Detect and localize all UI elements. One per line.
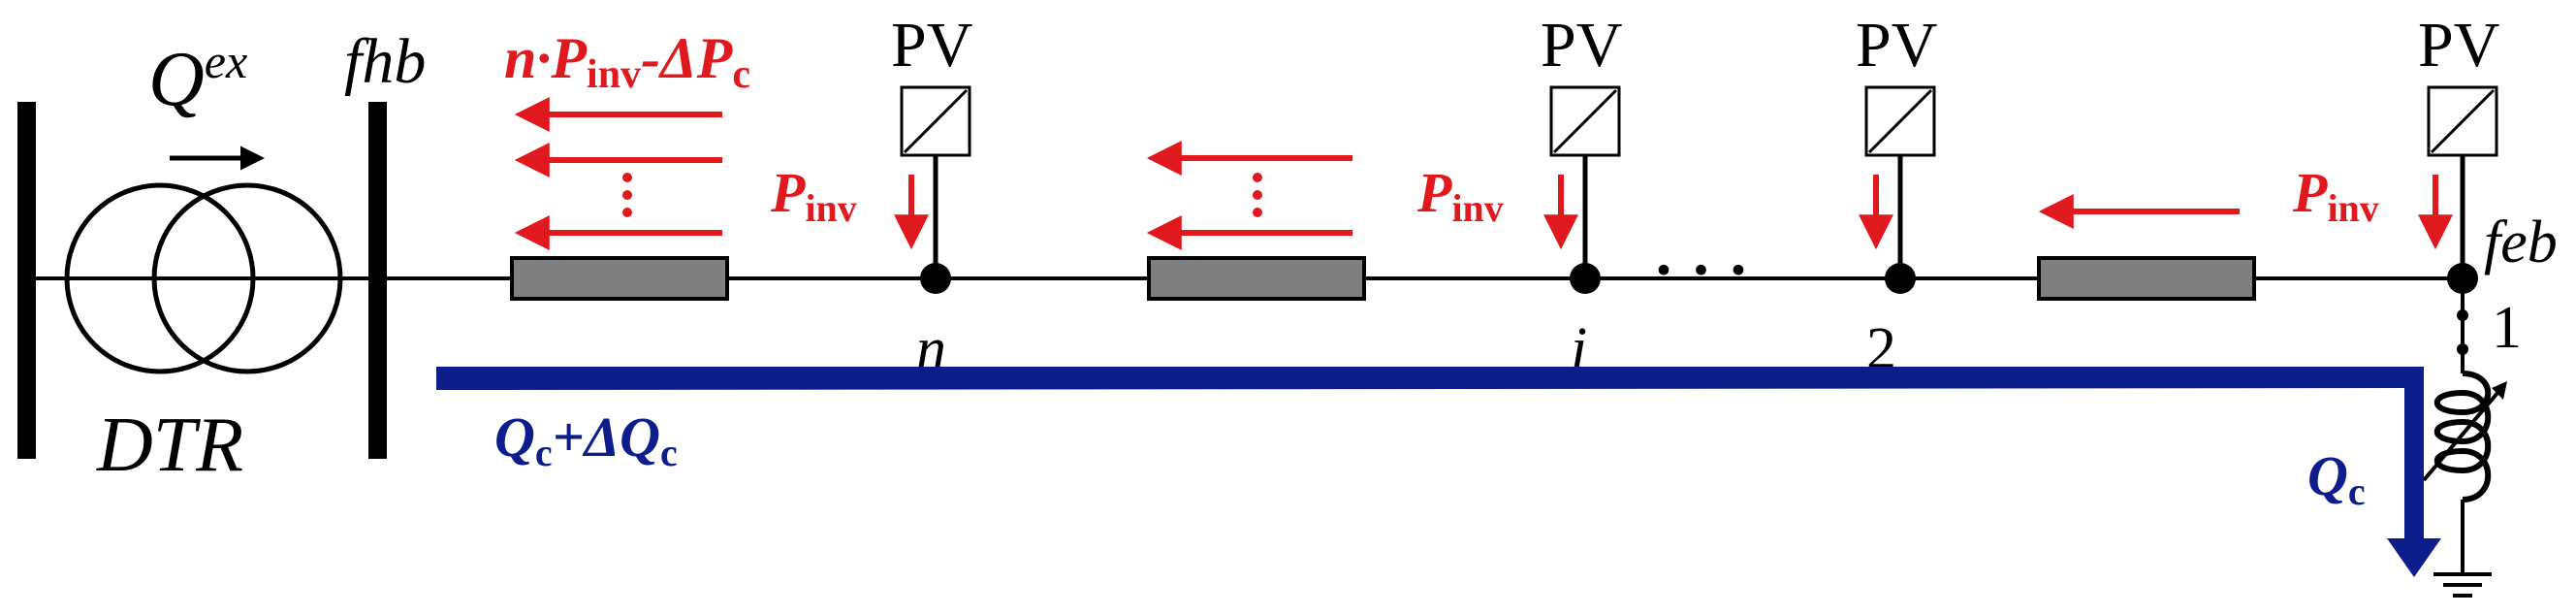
pv-label-2: PV (1856, 10, 1937, 81)
pv-unit-n: PV (891, 10, 972, 278)
pv-unit-1: PV (2418, 10, 2499, 278)
reactor-branch (2422, 278, 2507, 598)
pv-unit-i: PV (1541, 10, 1622, 278)
pinv-label-i: Pinv (1416, 161, 1504, 230)
node-i-label: i (1571, 316, 1587, 382)
variable-inductor-icon (2422, 371, 2507, 502)
transformer-icon (64, 146, 343, 374)
active-flow-arrows-middle (1146, 141, 1352, 250)
node-i (1570, 263, 1601, 294)
node-1-label: 1 (2492, 295, 2522, 361)
ground-icon (2433, 572, 2492, 598)
transformer-name: DTR (96, 403, 243, 488)
pinv-label-1: Pinv (2292, 161, 2379, 230)
line-segment-3 (2037, 256, 2256, 301)
pinv-label-n: Pinv (770, 161, 857, 230)
head-bus-label: fhb (344, 26, 426, 97)
head-bus-bar (368, 102, 387, 459)
pv-label-i: PV (1541, 10, 1622, 81)
pv-label-n: PV (891, 10, 972, 81)
ellipsis: · · · (1653, 235, 1749, 306)
node-2 (1885, 263, 1916, 294)
pv-label-1: PV (2418, 10, 2499, 81)
end-bus-label: feb (2484, 210, 2558, 275)
left-bus-bar (17, 102, 36, 459)
pv-unit-2: PV (1856, 10, 1937, 278)
reactive-flow-end-label: Qc (2307, 444, 2366, 513)
transformer-q-label: Qex (148, 34, 247, 122)
active-flow-label: n·Pinv-ΔPc (504, 26, 750, 97)
node-n (920, 263, 951, 294)
reactive-flow-path (436, 367, 2441, 577)
active-flow-arrows-left (514, 97, 722, 250)
line-segment-1 (510, 256, 729, 301)
line-segment-2 (1147, 256, 1366, 301)
reactive-flow-total-label: Qc+ΔQc (494, 405, 678, 474)
